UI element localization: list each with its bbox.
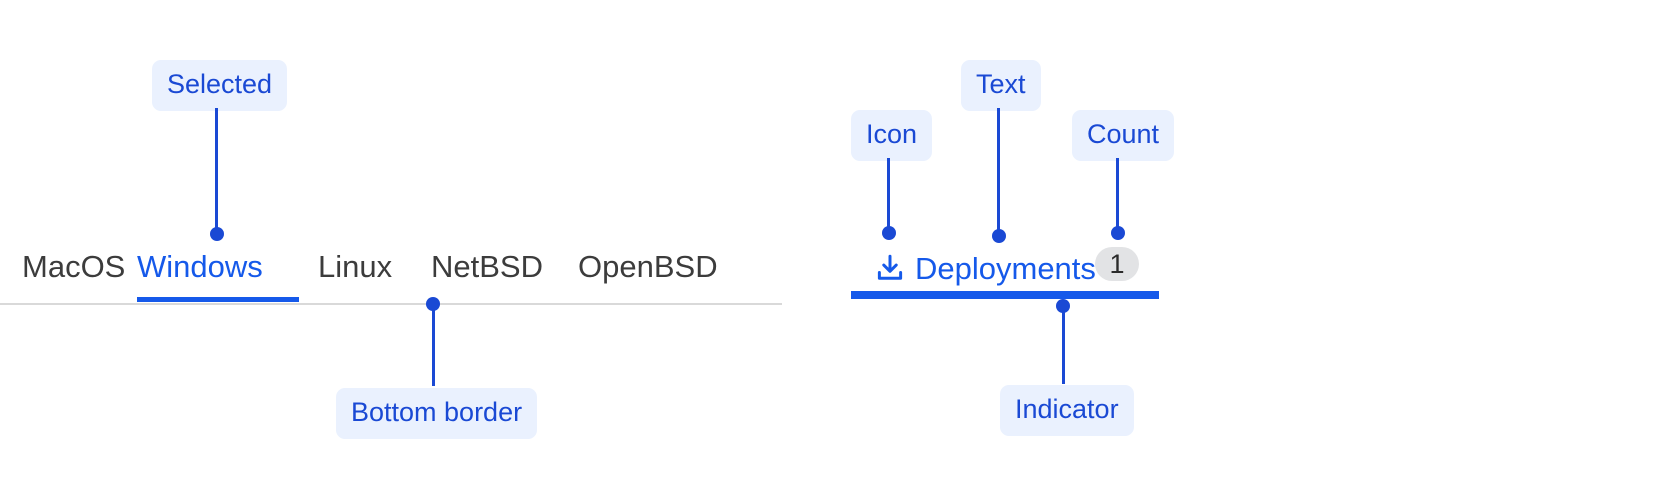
annotation-count-connector <box>1116 158 1119 232</box>
selected-tab-underline <box>137 297 299 302</box>
annotation-count-dot <box>1111 226 1125 240</box>
annotation-bottom-border-connector <box>432 306 435 386</box>
deployments-tab[interactable]: Deployments 1 <box>851 243 1161 298</box>
tab-macos[interactable]: MacOS <box>22 249 126 284</box>
tab-linux[interactable]: Linux <box>318 249 393 284</box>
annotation-text-dot <box>992 229 1006 243</box>
tab-windows-selected[interactable]: Windows <box>137 249 263 284</box>
os-tab-bar: MacOS Windows Linux NetBSD OpenBSD <box>0 243 782 305</box>
deployments-tab-label: Deployments <box>915 251 1096 286</box>
annotation-icon-connector <box>887 158 890 232</box>
annotation-indicator-dot <box>1056 299 1070 313</box>
annotation-selected-dot <box>210 227 224 241</box>
annotation-indicator-label: Indicator <box>1000 385 1134 436</box>
deployments-count-badge: 1 <box>1095 247 1139 281</box>
annotation-selected-label: Selected <box>152 60 288 111</box>
annotation-count-label: Count <box>1072 110 1175 161</box>
annotation-bottom-border-dot <box>426 297 440 311</box>
annotation-selected-connector <box>215 108 218 232</box>
annotation-bottom-border-label: Bottom border <box>336 388 538 439</box>
download-icon <box>873 252 907 286</box>
annotation-text-label: Text <box>961 60 1041 111</box>
annotation-icon-dot <box>882 226 896 240</box>
annotation-text-connector <box>997 108 1000 232</box>
annotation-icon-label: Icon <box>851 110 933 161</box>
deployments-tab-indicator <box>851 291 1159 299</box>
annotation-indicator-connector <box>1062 308 1065 384</box>
tab-openbsd[interactable]: OpenBSD <box>578 249 718 284</box>
tab-netbsd[interactable]: NetBSD <box>431 249 543 284</box>
